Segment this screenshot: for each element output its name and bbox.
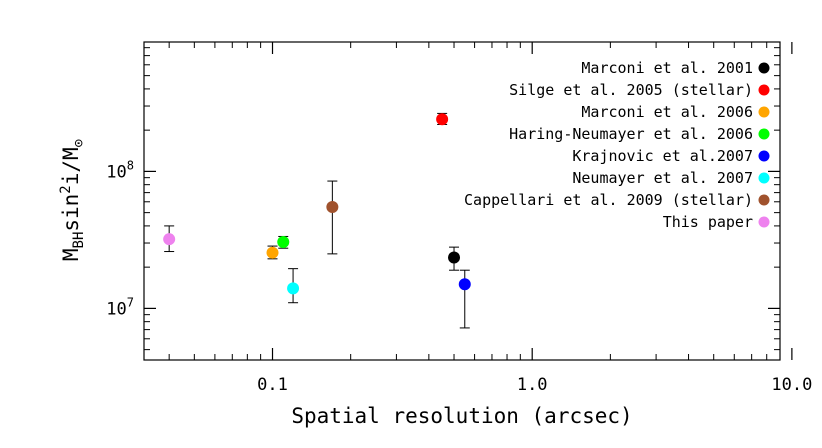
y-tick-labels: 107 108 bbox=[106, 158, 134, 319]
legend-label: Neumayer et al. 2007 bbox=[572, 169, 753, 187]
plot-frame bbox=[143, 41, 781, 361]
data-point bbox=[287, 282, 300, 295]
data-point bbox=[326, 200, 339, 213]
data-point bbox=[266, 246, 279, 259]
y-tick-label: 107 bbox=[106, 295, 134, 319]
legend-marker bbox=[758, 128, 770, 140]
legend-marker bbox=[758, 172, 770, 184]
legend-marker bbox=[758, 62, 770, 74]
legend-label: Haring-Neumayer et al. 2006 bbox=[509, 125, 753, 143]
x-tick-label: 10.0 bbox=[771, 375, 812, 395]
legend-label: Marconi et al. 2006 bbox=[581, 103, 753, 121]
data-points bbox=[163, 113, 471, 295]
x-tick-labels: 0.1 1.0 10.0 bbox=[257, 375, 812, 395]
legend-label: Marconi et al. 2001 bbox=[581, 59, 753, 77]
legend-marker bbox=[758, 194, 770, 206]
legend-label: Cappellari et al. 2009 (stellar) bbox=[464, 191, 753, 209]
x-axis-title: Spatial resolution (arcsec) bbox=[291, 404, 632, 428]
y-axis-title: MBHsin2i/M⊙ bbox=[58, 138, 87, 261]
legend-label: Krajnovic et al.2007 bbox=[572, 147, 753, 165]
legend-label: Silge et al. 2005 (stellar) bbox=[509, 81, 753, 99]
x-tick-label: 0.1 bbox=[257, 375, 288, 395]
data-point bbox=[436, 113, 449, 126]
legend-marker bbox=[758, 106, 770, 118]
major-ticks bbox=[144, 42, 793, 360]
y-tick-label: 108 bbox=[106, 158, 134, 182]
x-tick-label: 1.0 bbox=[517, 375, 548, 395]
legend-marker bbox=[758, 84, 770, 96]
legend-label: This paper bbox=[663, 213, 753, 231]
data-point bbox=[458, 278, 471, 291]
legend-marker bbox=[758, 216, 770, 228]
data-point bbox=[163, 233, 176, 246]
data-point bbox=[448, 251, 461, 264]
data-point bbox=[277, 236, 290, 249]
legend-marker bbox=[758, 150, 770, 162]
minor-ticks bbox=[144, 42, 780, 360]
